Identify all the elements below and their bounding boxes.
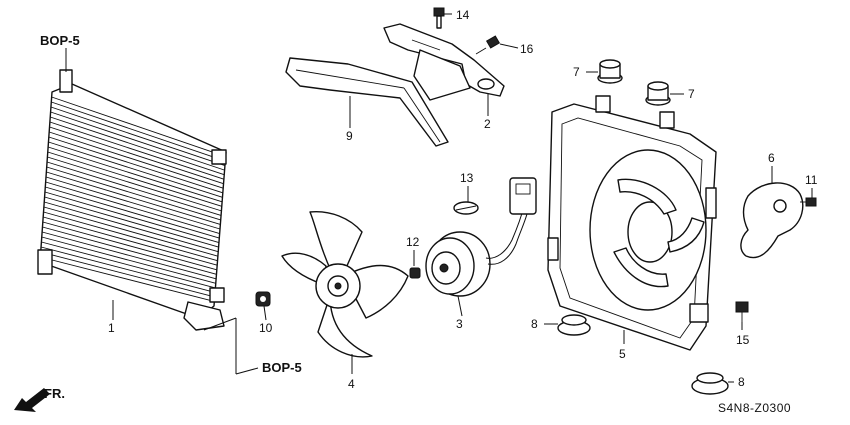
grommet-8-right — [691, 372, 729, 395]
condenser-fin-line — [42, 226, 217, 275]
callouts: 1 2 3 4 5 6 7 7 8 8 9 10 11 12 13 14 16 … — [108, 8, 818, 391]
condenser-fin-line — [40, 246, 216, 293]
condenser-bracket — [285, 57, 449, 147]
fan-motor — [425, 177, 537, 297]
condenser-fin-line — [45, 176, 221, 230]
grommet-8-left — [557, 314, 591, 336]
callout-15-bolt: 16 — [520, 42, 534, 56]
condenser-fin-line — [47, 156, 222, 212]
condenser-fin-line — [43, 206, 219, 257]
callout-9: 9 — [346, 129, 353, 143]
condenser-fin-line — [40, 256, 215, 302]
condenser-fin-line — [46, 171, 221, 225]
condenser — [37, 69, 227, 331]
condenser-fin-line — [44, 191, 220, 244]
grommet-7-left — [597, 59, 623, 84]
callout-10: 10 — [259, 321, 273, 335]
callout-11: 11 — [805, 173, 818, 187]
condenser-fin-line — [44, 201, 219, 253]
callout-4: 4 — [348, 377, 355, 391]
condenser-fin-line — [48, 136, 223, 194]
callout-7-left: 7 — [573, 65, 580, 79]
callout-2: 2 — [484, 117, 491, 131]
condenser-fins — [40, 96, 226, 302]
condenser-fin-line — [41, 236, 216, 284]
condenser-bottom-fitting — [183, 301, 225, 331]
condenser-fin-line — [49, 121, 225, 180]
reference-label-top: BOP-5 — [40, 33, 80, 48]
condenser-fin-line — [46, 166, 221, 221]
condenser-fin-line — [49, 126, 224, 185]
fan-bracket — [383, 23, 505, 101]
diagram-code: S4N8-Z0300 — [718, 401, 791, 415]
condenser-fin-line — [47, 146, 223, 203]
condenser-fin-line — [51, 96, 226, 157]
callout-8-left: 8 — [531, 317, 538, 331]
bolt-15 — [735, 301, 749, 322]
fan-blade — [281, 211, 409, 358]
condenser-fin-line — [51, 101, 226, 162]
condenser-right-mount — [211, 149, 227, 165]
condenser-fin-line — [50, 116, 225, 176]
callout-14: 14 — [456, 8, 470, 22]
condenser-fin-line — [50, 106, 226, 167]
bolt-11 — [800, 197, 817, 207]
condenser-fin-line — [44, 196, 219, 248]
condenser-fin-line — [45, 181, 220, 234]
condenser-fin-line — [47, 151, 222, 207]
front-label: FR. — [44, 386, 65, 401]
callout-6: 6 — [768, 151, 775, 165]
condenser-fin-line — [50, 111, 225, 171]
condenser-right-lower-mount — [209, 287, 225, 303]
reference-label-bottom: BOP-5 — [262, 360, 302, 375]
front-direction-arrow: FR. — [14, 386, 65, 412]
callout-13: 13 — [460, 171, 474, 185]
callout-15: 15 — [736, 333, 750, 347]
condenser-fin-line — [49, 131, 224, 189]
callout-5: 5 — [619, 347, 626, 361]
condenser-fin-line — [40, 251, 215, 298]
callout-3: 3 — [456, 317, 463, 331]
callout-8-right: 8 — [738, 375, 745, 389]
callout-7-right: 7 — [688, 87, 695, 101]
condenser-left-mount — [37, 249, 53, 275]
motor-connector — [509, 177, 537, 215]
wire-clip — [453, 201, 479, 215]
nut-12 — [409, 267, 421, 279]
condenser-fin-line — [42, 231, 217, 280]
nut-10 — [255, 291, 271, 307]
bolt-16 — [475, 35, 501, 55]
leader-lines — [65, 13, 813, 383]
fan-shroud — [547, 95, 717, 351]
condenser-fin-line — [43, 211, 218, 262]
condenser-fin-line — [42, 221, 217, 271]
condenser-fin-line — [46, 161, 222, 216]
resistor-cover — [740, 182, 804, 259]
condenser-top-fitting — [59, 69, 73, 93]
condenser-fin-line — [45, 186, 220, 239]
condenser-fin-line — [43, 216, 218, 266]
callout-1: 1 — [108, 321, 115, 335]
callout-12: 12 — [406, 235, 420, 249]
condenser-fin-line — [41, 241, 216, 289]
condenser-fin-line — [48, 141, 223, 198]
bolt-14 — [433, 7, 445, 29]
grommet-7-right — [645, 81, 671, 106]
